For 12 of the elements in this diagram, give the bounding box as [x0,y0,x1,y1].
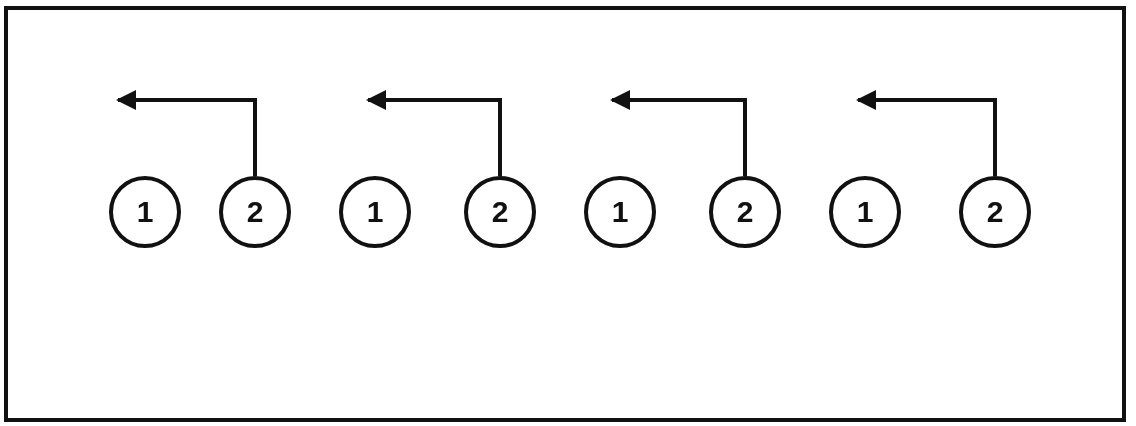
arrow [366,90,502,176]
arrow [856,90,997,176]
numbered-circle: 2 [219,176,291,248]
arrow [610,90,747,176]
numbered-circle: 1 [584,176,656,248]
numbered-circle: 1 [829,176,901,248]
numbered-circle: 1 [339,176,411,248]
arrow [116,90,257,176]
numbered-circle: 2 [709,176,781,248]
numbered-circle: 2 [464,176,536,248]
numbered-circle: 2 [959,176,1031,248]
numbered-circle: 1 [109,176,181,248]
